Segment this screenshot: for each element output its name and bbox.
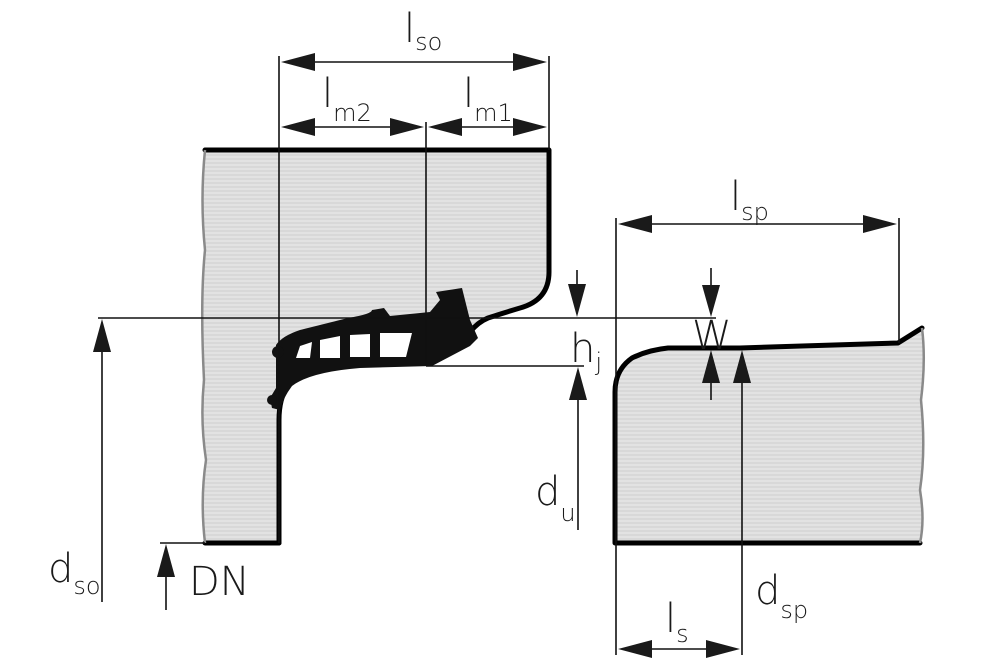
label-l-m2: lm2	[322, 71, 372, 127]
arrow-right-icon	[513, 53, 547, 71]
socket-inner-outline	[276, 383, 291, 546]
socket-cut-edge	[200, 149, 208, 544]
arrow-right-icon	[706, 640, 740, 658]
label-l-m1: lm1	[463, 71, 513, 127]
label-d-sp: dsp	[755, 568, 808, 624]
seal-lobe	[267, 395, 277, 405]
seal-lobe	[272, 346, 284, 358]
label-w: W	[692, 313, 732, 359]
label-l-sp: lsp	[730, 174, 769, 226]
arrow-right-icon	[390, 118, 424, 136]
label-d-u: du	[535, 469, 576, 527]
arrow-left-icon	[618, 640, 652, 658]
seal-chamber	[380, 333, 412, 357]
arrow-down-icon	[568, 284, 586, 317]
spigot-cut-edge	[918, 327, 926, 544]
arrow-right-icon	[863, 215, 897, 233]
arrow-left-icon	[281, 53, 315, 71]
seal-chamber	[296, 342, 312, 358]
label-h-j: hj	[570, 326, 602, 376]
seal-chamber	[320, 336, 340, 358]
arrow-down-icon	[702, 285, 720, 317]
label-l-so: lso	[404, 6, 442, 56]
dimension-lines	[93, 53, 900, 658]
spigot-body	[615, 328, 924, 543]
label-l-s: ls	[665, 596, 689, 648]
arrow-left-icon	[618, 215, 652, 233]
arrow-up-icon	[157, 544, 175, 577]
dimension-labels: lso lm2 lm1 lsp hj W dso DN du dsp ls	[48, 6, 808, 648]
label-dn: DN	[189, 559, 250, 605]
arrow-up-icon	[702, 350, 720, 383]
socket-outline	[202, 147, 552, 335]
arrow-left-icon	[281, 118, 315, 136]
arrow-up-icon	[569, 367, 587, 400]
label-d-so: dso	[48, 546, 101, 600]
spigot-end	[612, 325, 926, 546]
arrow-up-icon	[733, 350, 751, 383]
arrow-up-icon	[93, 319, 111, 352]
seal-chamber	[350, 334, 370, 357]
arrow-right-icon	[513, 118, 547, 136]
arrow-left-icon	[428, 118, 462, 136]
